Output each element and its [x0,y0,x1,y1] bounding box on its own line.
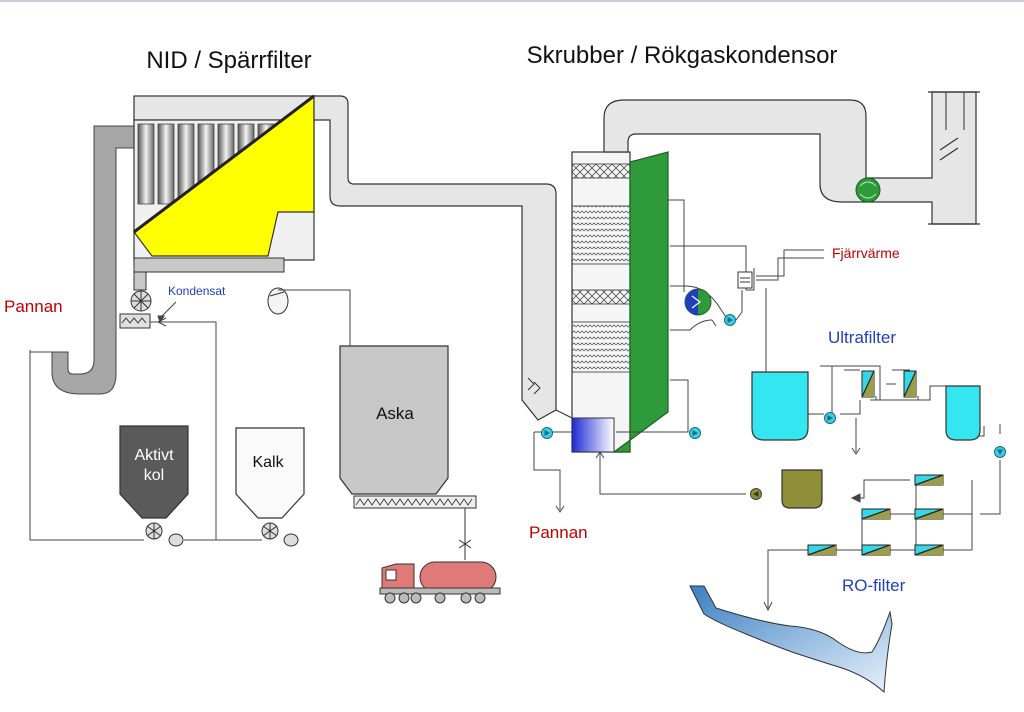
pannan-left-label: Pannan [4,297,63,316]
packing-1 [571,205,631,265]
ash-silo [339,345,477,509]
ro-filter-label: RO-filter [842,576,906,595]
heat-exchanger [684,288,712,316]
ro-module-3 [914,508,944,520]
pump-ultrafilter [824,412,836,424]
conveyor-under-filter [133,257,285,273]
filter-diagonal [133,94,315,234]
boiler-inlet-pipe [51,125,137,395]
sludge-tank [781,469,823,509]
recipient-river [689,585,893,694]
pump-scrubber-right [689,427,701,439]
ro-module-5 [861,544,891,556]
ash-truck [379,508,501,604]
nid-title: NID / Spärrfilter [146,47,311,74]
ro-module-4 [807,544,837,556]
pannan-bottom-label: Pannan [529,523,588,542]
pump-sludge [750,488,762,500]
ultrafilter-tank-2 [945,385,981,441]
stack [928,91,980,225]
ro-module-6 [914,544,944,556]
scrubber-column [555,151,669,453]
flue-gas-duct-1 [313,95,557,421]
ultrafilter-tank-1 [751,371,809,441]
left-process-lines [29,289,351,541]
lime-silo [235,427,305,547]
ro-module-1 [914,474,944,486]
activated-carbon-silo [119,425,189,547]
aska-label: Aska [376,404,414,423]
ultrafilter-module-2 [903,370,917,398]
pump-scrubber-left [541,427,553,439]
aktivt-kol-label-2: kol [144,467,164,484]
ultrafilter-links [844,369,919,400]
demister-1 [571,163,631,179]
scrubber-process-lines [533,199,1001,612]
kondensat-label: Kondensat [168,284,226,298]
pump-ro-feed [994,446,1006,458]
ash-fan [267,287,289,315]
mixer [119,313,151,329]
kalk-label: Kalk [252,454,284,471]
nid-filter [119,94,315,329]
pump-heat-exchanger [724,314,736,326]
district-heating-exchanger [737,271,753,289]
scrubber-title: Skrubber / Rökgaskondensor [527,42,838,69]
ultrafilter-label: Ultrafilter [828,328,896,347]
demister-2 [571,289,631,305]
aktivt-kol-label-1: Aktivt [134,447,174,464]
ultrafilter-module-1 [861,370,875,398]
packing-2 [571,321,631,373]
ro-module-2 [861,508,891,520]
fjarrvarme-label: Fjärrvärme [832,245,900,261]
quench-section [571,417,615,453]
